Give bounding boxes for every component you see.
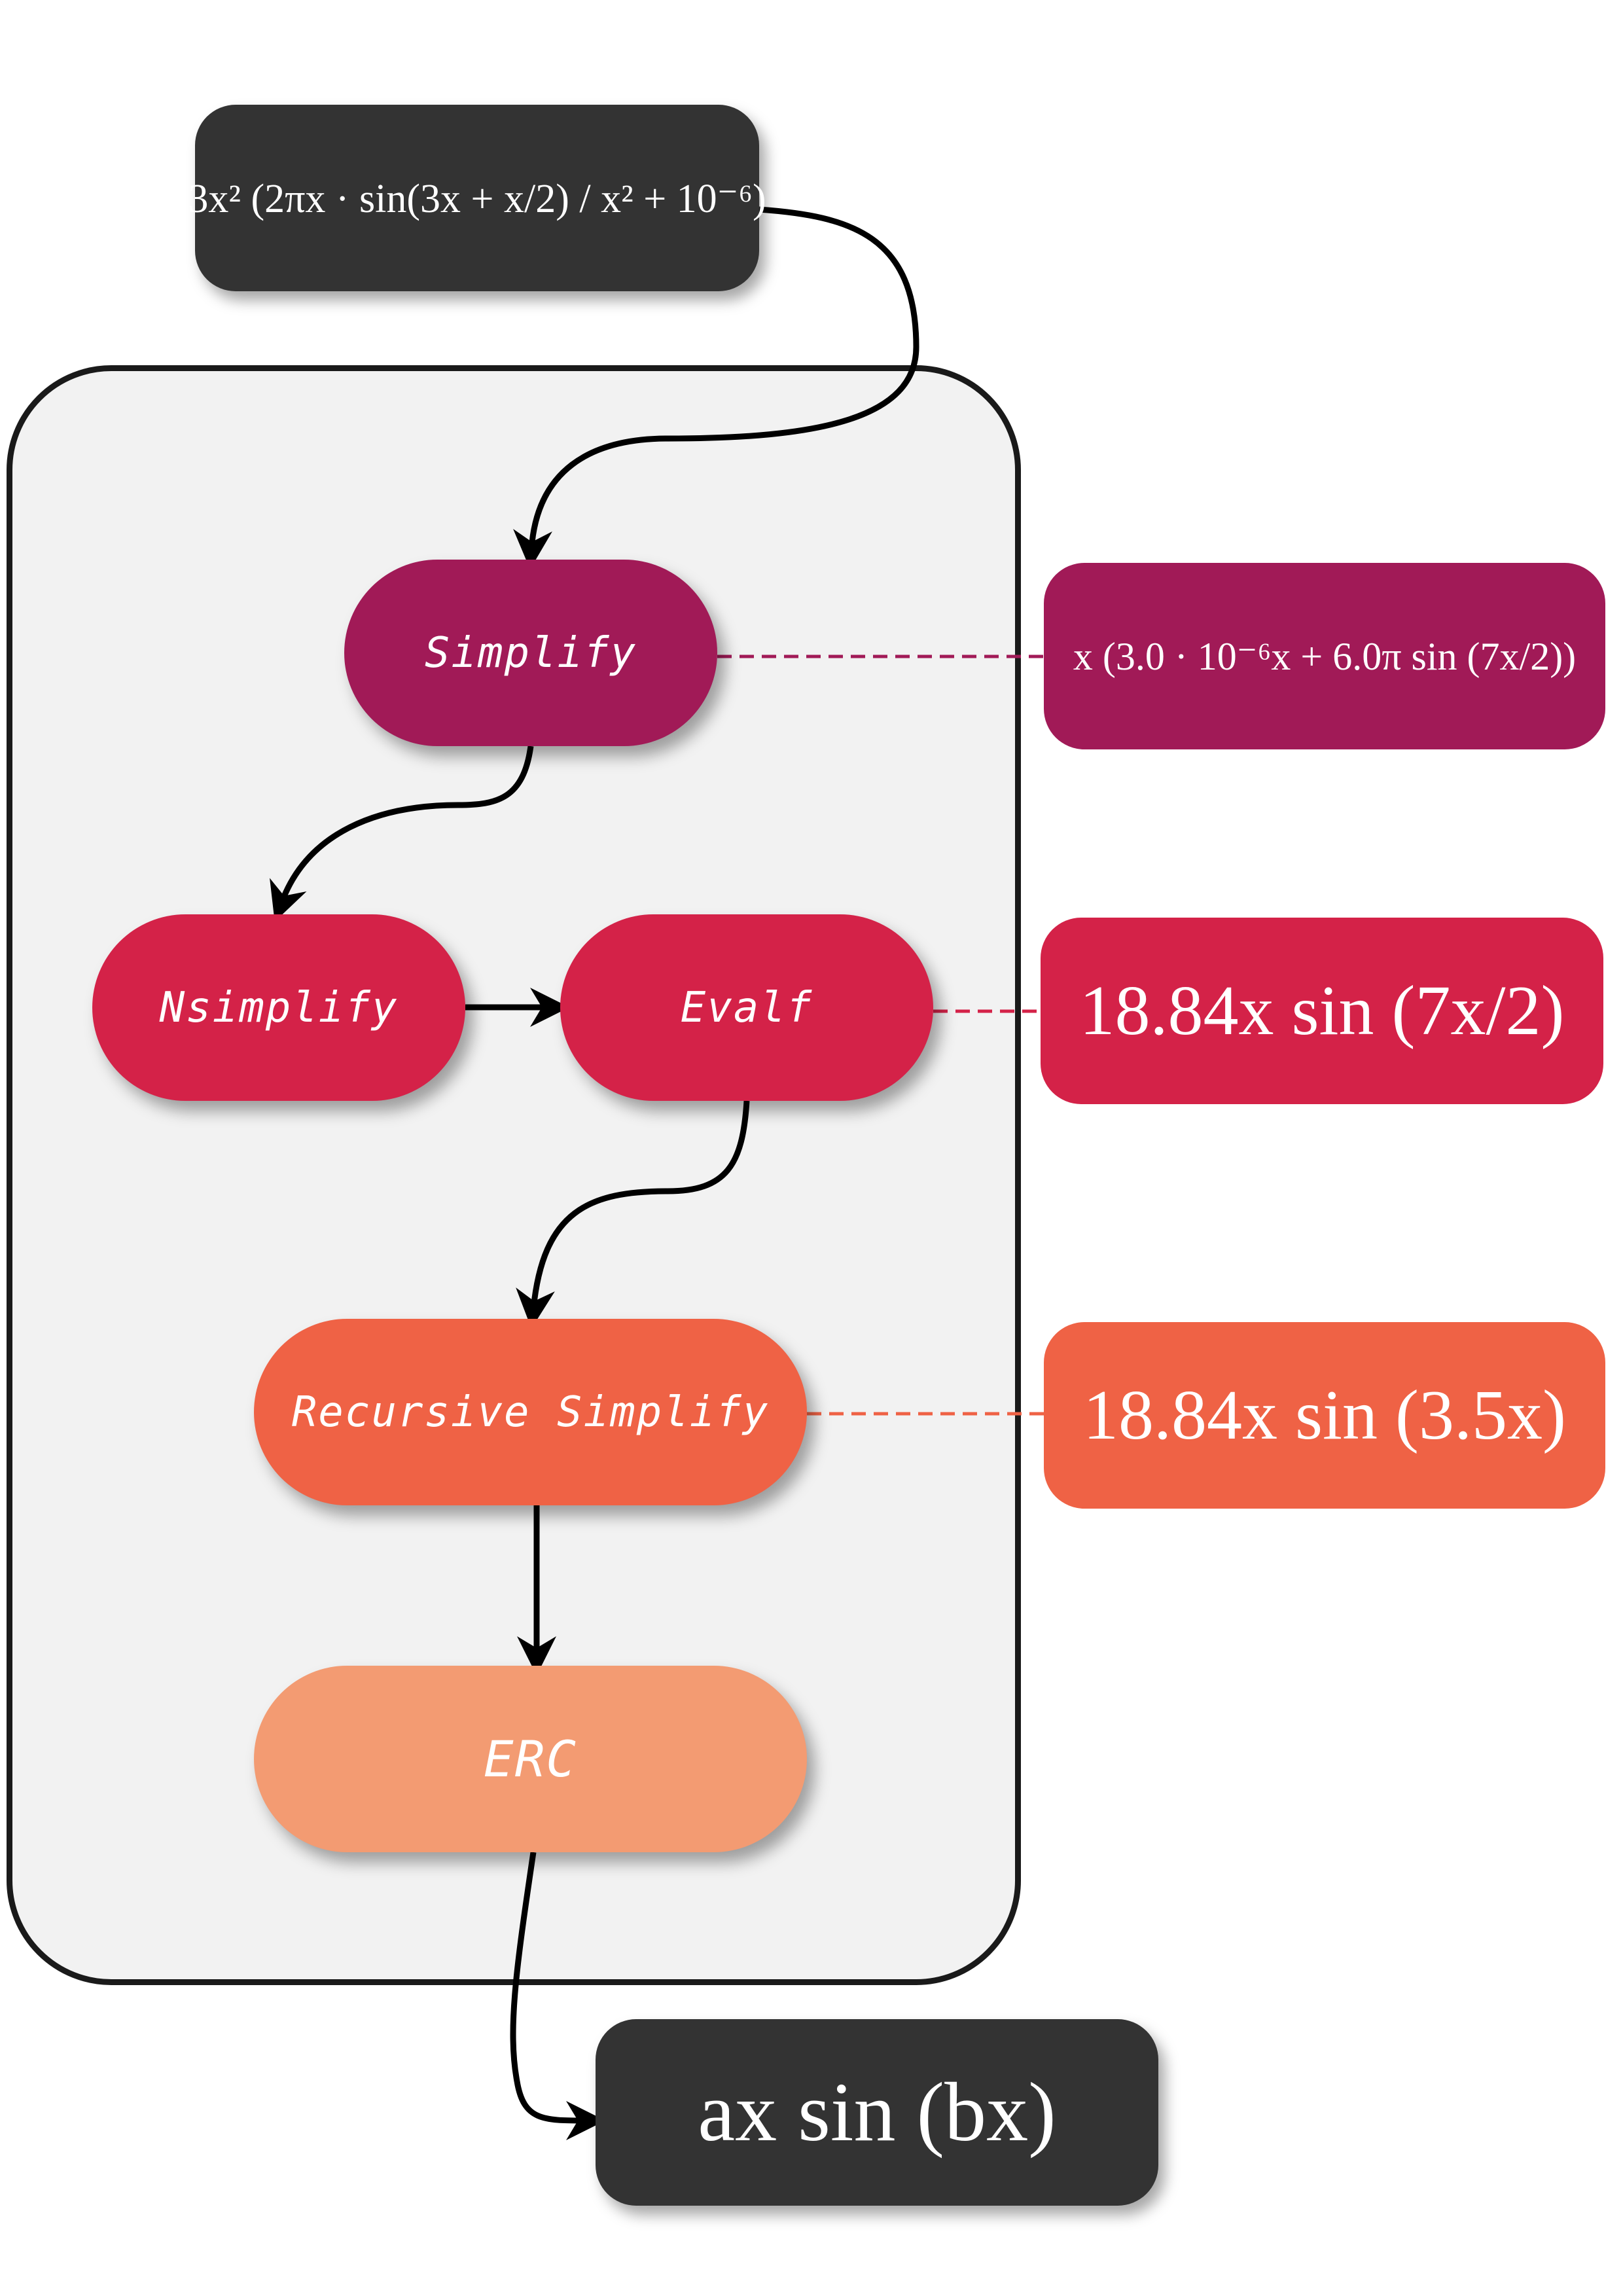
stage-evalf: Evalf — [560, 914, 933, 1101]
stage-recursive-simplify: Recursive Simplify — [254, 1319, 807, 1505]
result-recursive-simplify: 18.84x sin (3.5x) — [1083, 1376, 1566, 1454]
result-recursive-simplify-box: 18.84x sin (3.5x) — [1044, 1322, 1605, 1509]
arrow-input-to-simplify — [513, 206, 919, 569]
input-expression-box: 3x² (2πx · sin(3x + x/2) / x² + 10⁻⁶) — [188, 105, 766, 291]
stage-nsimplify: Nsimplify — [92, 914, 465, 1101]
stage-erc: ERC — [254, 1666, 807, 1852]
result-simplify: x (3.0 · 10⁻⁶x + 6.0π sin (7x/2)) — [1073, 634, 1577, 678]
stage-simplify-label: Simplify — [424, 628, 637, 677]
input-expression: 3x² (2πx · sin(3x + x/2) / x² + 10⁻⁶) — [188, 176, 766, 221]
output-expression: ax sin (bx) — [698, 2066, 1056, 2159]
stage-simplify: Simplify — [344, 560, 717, 746]
arrow-erc-to-output — [510, 1852, 605, 2140]
arrow-simplify-to-nsimplify — [270, 745, 534, 922]
stage-evalf-label: Evalf — [680, 983, 813, 1032]
result-evalf-box: 18.84x sin (7x/2) — [1041, 918, 1603, 1104]
arrow-evalf-to-recursive — [516, 1100, 750, 1329]
stage-erc-label: ERC — [483, 1730, 578, 1788]
result-simplify-box: x (3.0 · 10⁻⁶x + 6.0π sin (7x/2)) — [1044, 563, 1605, 749]
output-expression-box: ax sin (bx) — [596, 2019, 1158, 2206]
stage-nsimplify-label: Nsimplify — [159, 983, 399, 1032]
result-evalf: 18.84x sin (7x/2) — [1079, 971, 1565, 1050]
stage-recursive-simplify-label: Recursive Simplify — [291, 1388, 770, 1437]
